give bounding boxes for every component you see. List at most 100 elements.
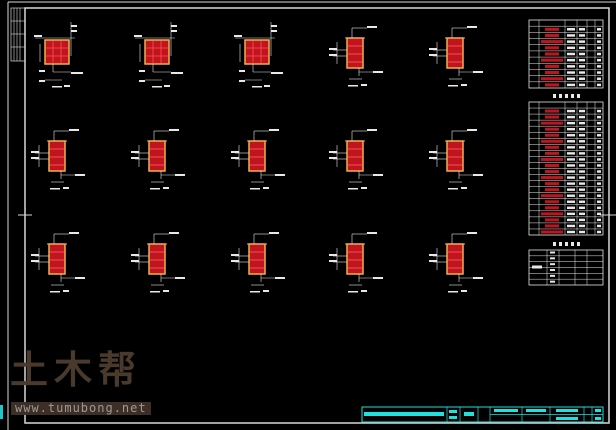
cell-text — [597, 28, 601, 31]
annotation-text — [461, 290, 467, 292]
annotation-text — [231, 260, 239, 262]
cell-text — [567, 152, 575, 155]
cell-text — [597, 182, 601, 185]
section-label — [448, 188, 458, 190]
cell-text — [579, 230, 585, 234]
cell-text — [597, 158, 601, 161]
annotation-text — [131, 260, 139, 262]
section-label — [348, 85, 358, 87]
section-label — [50, 291, 60, 293]
drawing-frame — [7, 1, 616, 430]
cell-text — [597, 206, 601, 210]
annotation-text — [71, 72, 83, 74]
cell-text — [597, 58, 601, 62]
rebar-sketch — [545, 71, 559, 75]
title-cell-text — [556, 409, 578, 412]
cell-text — [579, 158, 585, 161]
annotation-text — [71, 25, 77, 27]
column-concrete-outline — [144, 39, 170, 65]
cell-text — [579, 115, 585, 119]
cell-text — [579, 146, 585, 149]
cell-text — [579, 40, 585, 43]
cell-text — [567, 83, 575, 87]
cell-text — [567, 28, 575, 31]
title-cell-text — [464, 412, 474, 416]
annotation-text — [329, 151, 337, 153]
material-table — [528, 242, 604, 286]
annotation-text — [461, 187, 467, 189]
cell-text — [579, 188, 585, 191]
annotation-text — [75, 174, 85, 176]
section-label — [250, 188, 260, 190]
annotation-text — [71, 30, 77, 32]
annotation-text — [429, 260, 437, 262]
cell-text — [567, 188, 575, 191]
cell-text — [597, 218, 601, 222]
side-tab[interactable] — [0, 405, 3, 419]
cell-text — [597, 140, 601, 143]
annotation-text — [275, 277, 285, 279]
column-section-square — [134, 22, 183, 88]
column-section-tall — [131, 232, 185, 293]
annotation-text — [367, 232, 377, 234]
annotation-text — [269, 232, 279, 234]
column-concrete-outline — [44, 39, 70, 65]
cell-text — [567, 34, 575, 37]
column-concrete-outline — [446, 243, 464, 275]
annotation-text — [164, 85, 170, 87]
annotation-text — [131, 151, 139, 153]
annotation-text — [39, 80, 45, 82]
rebar-sketch — [545, 64, 559, 68]
table-border — [528, 19, 604, 89]
column-concrete-outline — [248, 140, 266, 172]
rebar-sketch — [541, 40, 563, 44]
annotation-text — [231, 254, 239, 256]
rebar-sketch — [541, 58, 563, 62]
annotation-text — [367, 129, 377, 131]
rebar-sketch — [541, 230, 563, 234]
cell-text — [597, 146, 601, 149]
table-title-char — [559, 242, 562, 246]
section-label — [50, 188, 60, 190]
cell-text — [597, 65, 601, 68]
annotation-text — [467, 232, 477, 234]
cell-text — [567, 52, 575, 56]
column-concrete-outline — [48, 243, 66, 275]
cell-text — [597, 188, 601, 191]
cell-text — [597, 83, 601, 87]
section-label — [150, 188, 160, 190]
watermark-url: www.tumubong.net — [11, 402, 151, 415]
rebar-sketch — [545, 163, 559, 167]
cell-text — [597, 40, 601, 43]
cell-text — [567, 158, 575, 161]
column-concrete-outline — [346, 243, 364, 275]
cell-text — [567, 115, 575, 119]
sheet-number-text — [595, 409, 601, 412]
cell-text — [567, 146, 575, 149]
component-table — [528, 94, 604, 236]
cell-text — [579, 83, 585, 87]
cell-text — [597, 52, 601, 56]
annotation-text — [329, 157, 337, 159]
cell-text — [550, 263, 555, 266]
annotation-text — [175, 174, 185, 176]
column-section-tall — [31, 232, 85, 293]
rebar-sketch — [541, 212, 563, 216]
binding-strip — [10, 7, 26, 62]
cell-text — [567, 65, 575, 68]
annotation-text — [263, 187, 269, 189]
title-cell-text — [556, 417, 578, 420]
rebar-sketch — [541, 194, 563, 198]
cell-text — [550, 269, 555, 271]
cell-text — [567, 224, 575, 228]
annotation-text — [163, 187, 169, 189]
annotation-text — [139, 80, 145, 82]
rebar-sketch — [545, 200, 559, 204]
cell-text — [550, 274, 555, 277]
column-concrete-outline — [446, 37, 464, 69]
annotation-text — [63, 290, 69, 292]
annotation-text — [39, 70, 45, 72]
section-label — [448, 291, 458, 293]
cell-text — [579, 194, 585, 197]
